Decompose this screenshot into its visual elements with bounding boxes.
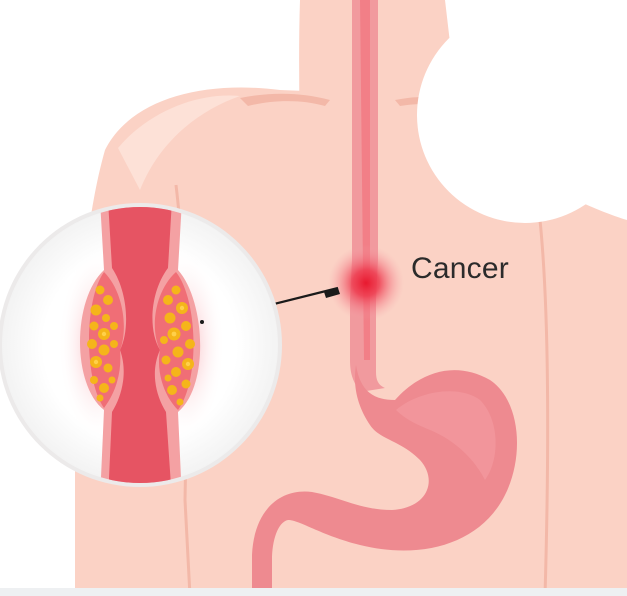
cancer-label: Cancer — [411, 252, 509, 285]
pointer-tip — [324, 288, 340, 298]
tumor-glow — [328, 245, 404, 321]
magnifier-inset — [0, 203, 282, 487]
bottom-strip — [0, 588, 627, 596]
head-cutout — [417, 7, 627, 223]
stomach — [252, 365, 517, 596]
pointer-end — [200, 320, 204, 324]
